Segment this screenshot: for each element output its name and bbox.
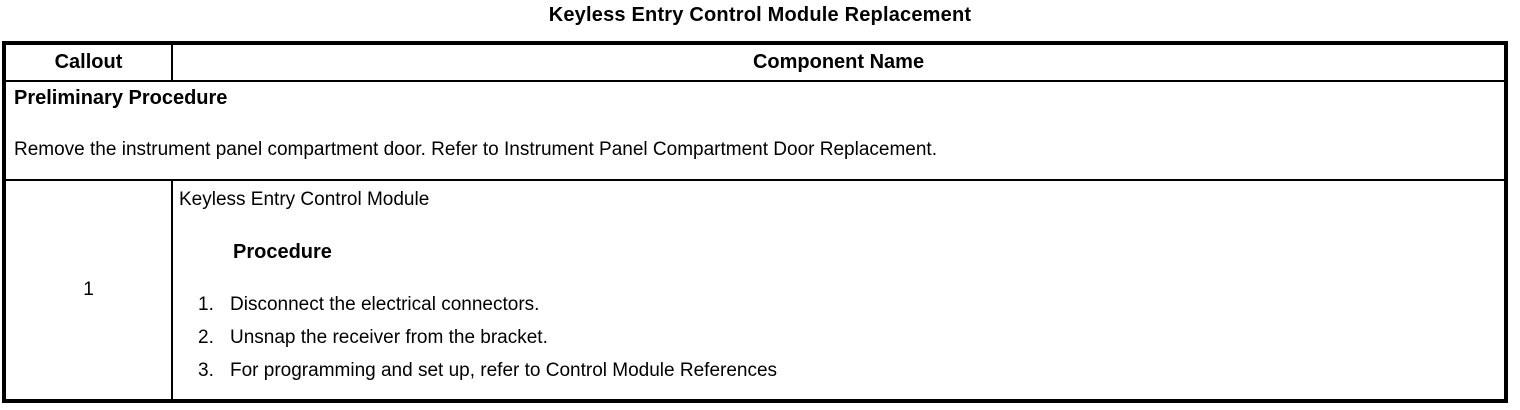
component-table: Callout Component Name Preliminary Proce… bbox=[2, 41, 1508, 403]
preliminary-procedure-cell: Preliminary Procedure Remove the instrum… bbox=[3, 80, 1507, 181]
step-text: For programming and set up, refer to Con… bbox=[230, 360, 778, 381]
page-title: Keyless Entry Control Module Replacement bbox=[548, 4, 972, 26]
step-text: Disconnect the electrical connectors. bbox=[230, 294, 540, 315]
preliminary-procedure-row: Preliminary Procedure Remove the instrum… bbox=[3, 80, 1507, 181]
procedure-steps-list: 1. Disconnect the electrical connectors.… bbox=[179, 294, 1496, 382]
procedure-step: 3. For programming and set up, refer to … bbox=[179, 360, 1496, 382]
preliminary-procedure-heading: Preliminary Procedure bbox=[14, 87, 228, 109]
callout-column-header: Callout bbox=[3, 42, 173, 82]
preliminary-procedure-text: Remove the instrument panel compartment … bbox=[14, 139, 937, 160]
procedure-step: 1. Disconnect the electrical connectors. bbox=[179, 294, 1496, 316]
procedure-heading: Procedure bbox=[233, 241, 332, 263]
table-row: 1 Keyless Entry Control Module Procedure… bbox=[3, 179, 1507, 402]
callout-value: 1 bbox=[3, 179, 173, 402]
component-cell: Keyless Entry Control Module Procedure 1… bbox=[171, 179, 1507, 402]
procedure-step: 2. Unsnap the receiver from the bracket. bbox=[179, 327, 1496, 349]
step-number: 2. bbox=[198, 327, 214, 348]
component-name-column-header: Component Name bbox=[171, 42, 1507, 82]
step-number: 1. bbox=[198, 294, 214, 315]
component-name: Keyless Entry Control Module bbox=[179, 189, 430, 210]
step-text: Unsnap the receiver from the bracket. bbox=[230, 327, 548, 348]
step-number: 3. bbox=[198, 360, 214, 381]
table-header-row: Callout Component Name bbox=[3, 42, 1507, 82]
